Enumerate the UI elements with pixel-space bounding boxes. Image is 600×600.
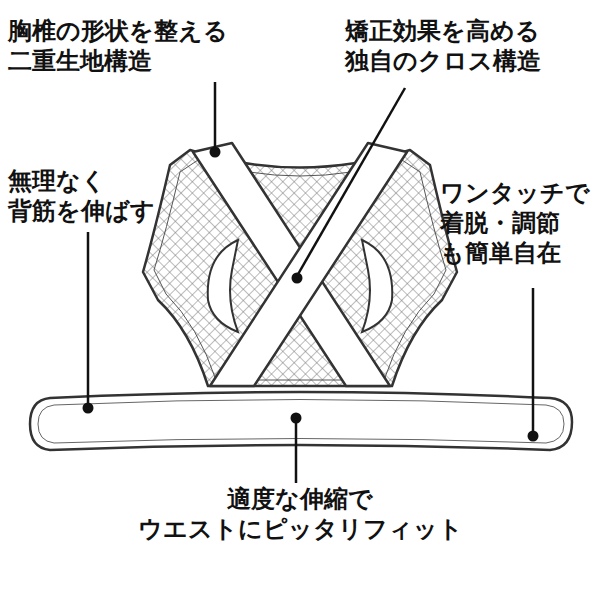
cross-strap: [210, 143, 407, 386]
waist-belt: [30, 392, 572, 450]
callout-label: ワンタッチで 着脱・調節 も簡単自在: [440, 178, 590, 268]
callout-label: 適度な伸縮で ウエストにピッタリフィット: [138, 484, 463, 544]
callout-label: 胸椎の形状を整える 二重生地構造: [8, 16, 228, 76]
armhole-left: [208, 240, 238, 332]
armhole-right: [362, 240, 392, 332]
belt-stitch: [38, 400, 564, 444]
callout-label: 無理なく 背筋を伸ばす: [8, 166, 155, 226]
callout-label: 矯正効果を高める 独自のクロス構造: [345, 16, 541, 76]
leader-lines: [88, 82, 533, 483]
